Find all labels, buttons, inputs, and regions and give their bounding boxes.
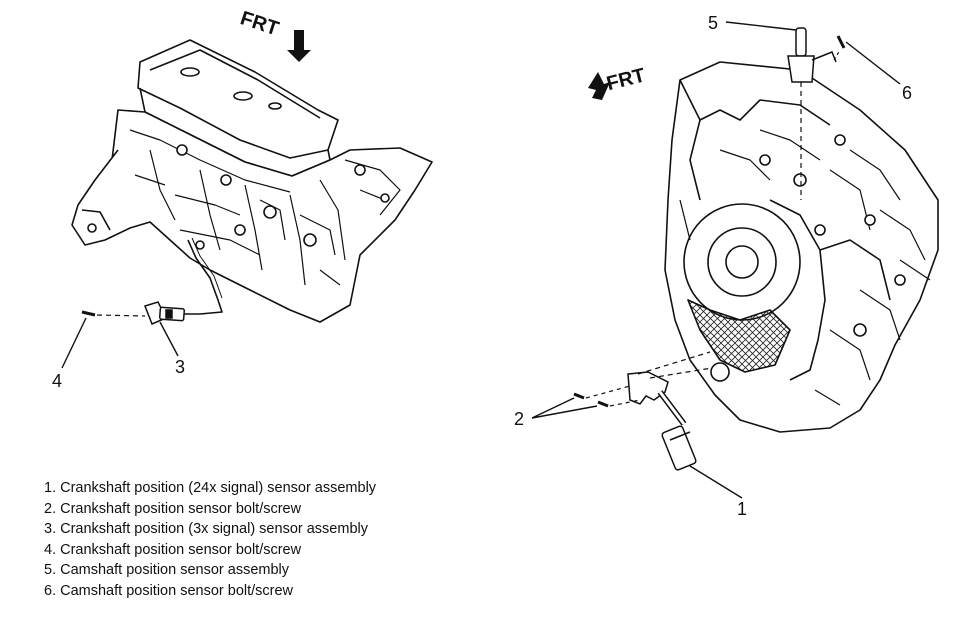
legend-item: 3. Crankshaft position (3x signal) senso… xyxy=(44,521,368,538)
right-engine-illustration xyxy=(664,61,939,433)
right-front-indicator: FRT xyxy=(588,64,647,100)
crank-sensor-3x xyxy=(144,301,186,325)
sensor-harness xyxy=(178,239,223,315)
callout-6: 6 xyxy=(902,83,912,103)
crank-sensor-bolt-icon-a xyxy=(573,392,585,400)
callout-4: 4 xyxy=(52,371,62,391)
left-front-arrow-icon xyxy=(287,30,311,62)
right-front-arrow-icon xyxy=(588,72,610,100)
callout-1: 1 xyxy=(737,499,747,519)
legend-item: 5. Camshaft position sensor assembly xyxy=(44,562,289,579)
flywheel-mesh xyxy=(687,299,791,373)
cam-sensor-bolt-icon xyxy=(836,35,846,49)
left-front-indicator: FRT xyxy=(238,7,311,62)
left-front-label: FRT xyxy=(238,7,282,40)
legend-item: 6. Camshaft position sensor bolt/screw xyxy=(44,582,294,599)
legend-item: 1. Crankshaft position (24x signal) sens… xyxy=(44,480,377,496)
callout-2: 2 xyxy=(514,409,524,429)
cam-sensor-assembly xyxy=(787,27,837,200)
callout-5: 5 xyxy=(708,13,718,33)
flywheel-housing xyxy=(683,203,801,321)
crank-sensor-bolt-icon-b xyxy=(597,400,609,408)
legend-item: 4. Crankshaft position sensor bolt/screw xyxy=(44,541,302,558)
crank-sensor-24x xyxy=(627,371,697,471)
callout-3: 3 xyxy=(175,357,185,377)
left-engine-illustration xyxy=(71,39,433,323)
engine-mount-bracket xyxy=(71,149,151,246)
legend-item: 2. Crankshaft position sensor bolt/screw xyxy=(44,500,302,517)
right-front-label: FRT xyxy=(604,64,647,95)
parts-legend: 1. Crankshaft position (24x signal) sens… xyxy=(44,478,376,602)
crank-sensor-4-bolt-icon xyxy=(81,310,96,317)
